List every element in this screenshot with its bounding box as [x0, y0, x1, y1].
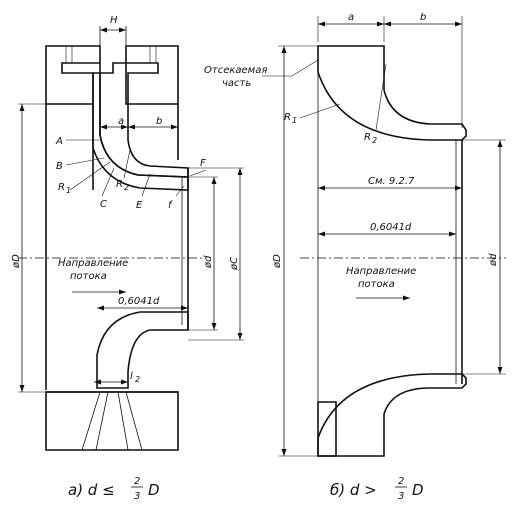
a-leader-f [175, 185, 185, 197]
b-caption-num: 2 [398, 476, 404, 487]
b-cut-leader [262, 59, 319, 77]
a-label-F: F [200, 158, 206, 169]
b-cut-line2: часть [222, 78, 251, 89]
b-label-d: ød [488, 253, 499, 267]
a-flow-line1: Направление [58, 258, 128, 269]
b-label-see: См. 9.2.7 [368, 176, 415, 187]
a-label-b: b [156, 116, 162, 127]
a-label-l2-sub: 2 [135, 375, 140, 384]
a-bottom-channels [81, 391, 143, 451]
b-label-R2: R [364, 132, 371, 143]
b-flow-line1: Направление [346, 266, 416, 277]
a-label-R1-sub: 1 [66, 186, 71, 195]
a-label-D: øD [11, 254, 22, 269]
b-caption-suffix: D [412, 481, 424, 499]
a-caption-num: 2 [134, 476, 140, 487]
a-label-A: A [55, 136, 63, 147]
a-label-C-dia: øC [229, 257, 240, 271]
a-top-flange [45, 45, 101, 105]
b-caption-prefix: б) d > [330, 481, 377, 499]
b-label-R2-sub: 2 [372, 136, 377, 145]
a-nozzle-upper [92, 63, 189, 191]
a-label-B: B [56, 161, 63, 172]
a-label-l2: l [130, 371, 133, 382]
b-label-a: a [348, 12, 354, 23]
b-nozzle-upper-inner [317, 46, 431, 141]
a-bottom-flange [45, 391, 179, 451]
a-leader-C [101, 167, 115, 197]
a-label-a: a [118, 116, 124, 127]
b-leader-R1 [299, 103, 341, 119]
a-leader-F [189, 169, 207, 177]
b-nozzle-lower [317, 373, 467, 457]
a-nozzle-inner [99, 62, 189, 178]
b-caption-den: 3 [398, 491, 404, 502]
b-flow-line2: потока [358, 279, 395, 290]
b-cut-lower [317, 401, 337, 457]
a-label-R2-sub: 2 [124, 183, 129, 192]
a-label-d: ød [203, 255, 214, 269]
b-label-0604: 0,6041d [370, 222, 412, 233]
figure-b: a b Отсекаемая часть R 1 R 2 См. 9.2.7 0… [204, 12, 506, 502]
b-label-b: b [420, 12, 426, 23]
a-flow-line2: потока [70, 271, 107, 282]
a-label-R2: R [116, 179, 123, 190]
b-label-R1-sub: 1 [292, 116, 297, 125]
a-nozzle-lower [96, 311, 189, 389]
a-caption-suffix: D [148, 481, 160, 499]
b-nozzle-upper [317, 45, 467, 141]
a-label-f: f [168, 200, 173, 211]
a-label-R1: R [58, 182, 65, 193]
a-label-C: C [100, 199, 107, 210]
a-label-E: E [136, 200, 143, 211]
a-label-H: H [110, 15, 118, 26]
b-leader-R2 [375, 63, 387, 131]
a-caption-prefix: а) d ≤ [68, 481, 115, 499]
a-leader-E [141, 173, 151, 197]
a-top-flange-right [125, 45, 179, 105]
figure-a: H a b A B R 1 C R 2 [11, 15, 244, 502]
a-caption-den: 3 [134, 491, 140, 502]
b-label-D: øD [272, 254, 283, 269]
b-label-R1: R [284, 112, 291, 123]
b-cut-line1: Отсекаемая [204, 65, 267, 76]
a-leader-B [65, 157, 105, 166]
a-leader-R2 [123, 149, 131, 179]
a-label-0604: 0,6041d [118, 296, 160, 307]
a-leader-R1 [69, 161, 111, 191]
